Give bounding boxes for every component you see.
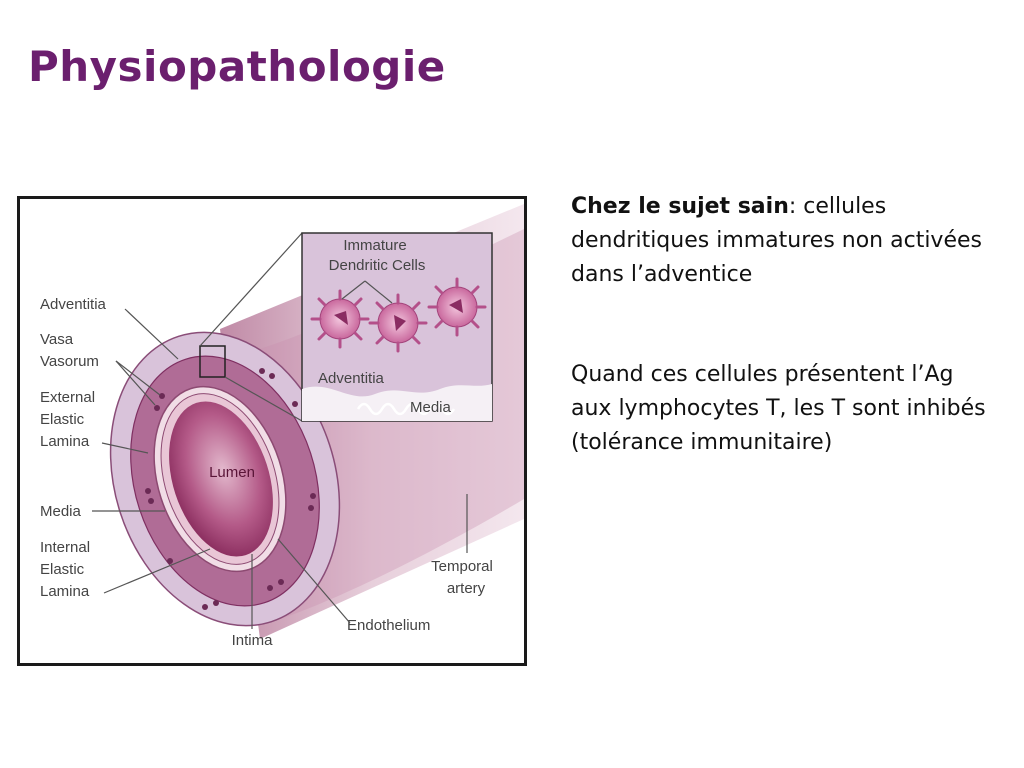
label-temporal-line2: artery	[447, 580, 486, 597]
inset-title-line1: Immature	[343, 237, 406, 254]
label-eel-line1: External	[40, 389, 95, 406]
inset-wavy-line	[356, 402, 456, 416]
vasa-vasorum-dots	[145, 368, 316, 610]
label-lumen: Lumen	[209, 464, 255, 481]
label-vasa-line1: Vasa	[40, 331, 74, 348]
page-title: Physiopathologie	[28, 42, 446, 91]
paragraph-tolerance: Quand ces cellules présentent l’Ag aux l…	[571, 362, 986, 455]
description-text: Chez le sujet sain: cellules dendritique…	[571, 190, 991, 460]
label-eel-line2: Elastic	[40, 411, 85, 428]
artery-illustration: Immature Dendritic Cells Adventitia Medi…	[40, 204, 524, 649]
label-adventitia: Adventitia	[40, 296, 107, 313]
label-eel-line3: Lamina	[40, 433, 90, 450]
label-iel-line3: Lamina	[40, 583, 90, 600]
dendritic-cell-3	[427, 277, 487, 337]
zoom-box	[199, 345, 226, 378]
dendritic-cell-1	[310, 289, 370, 349]
healthy-subject-text: : cellules dendritiques immatures non ac…	[571, 194, 982, 287]
label-intima: Intima	[232, 632, 274, 649]
label-endothelium: Endothelium	[347, 617, 430, 634]
label-media: Media	[40, 503, 82, 520]
label-vasa-line2: Vasorum	[40, 353, 99, 370]
artery-diagram: Immature Dendritic Cells Adventitia Medi…	[17, 196, 527, 666]
inset-adventitia-label: Adventitia	[318, 370, 385, 387]
paragraph-healthy: Chez le sujet sain: cellules dendritique…	[571, 190, 991, 292]
label-temporal-line1: Temporal	[431, 558, 493, 575]
label-iel-line1: Internal	[40, 539, 90, 556]
label-iel-line2: Elastic	[40, 561, 85, 578]
lumen	[169, 401, 273, 557]
dendritic-cell-2	[368, 293, 428, 353]
inset-title-line2: Dendritic Cells	[329, 257, 426, 274]
inset-media-label: Media	[410, 399, 452, 416]
healthy-subject-heading: Chez le sujet sain	[571, 194, 789, 219]
